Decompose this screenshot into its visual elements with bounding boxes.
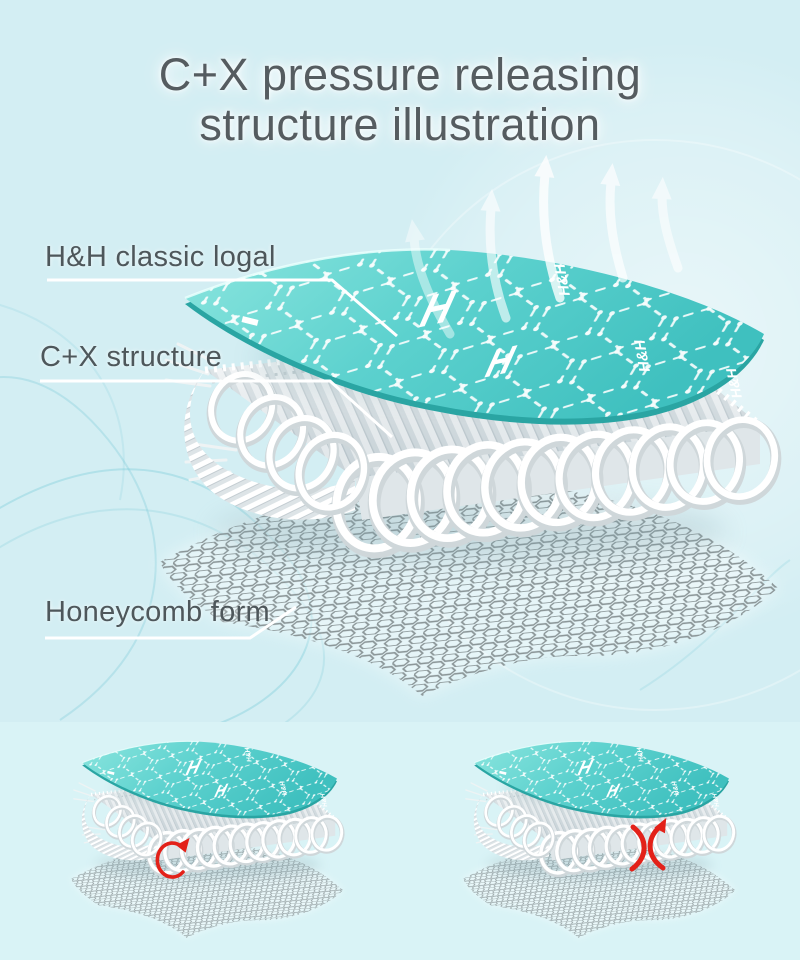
title-line-1: C+X pressure releasing bbox=[158, 49, 642, 100]
layer-stack-illustration bbox=[160, 249, 783, 696]
label-honeycomb-form: Honeycomb form bbox=[45, 596, 270, 628]
airflow-arrows-icon bbox=[405, 155, 683, 339]
callout-lines bbox=[40, 278, 398, 640]
red-x-mark-icon bbox=[629, 818, 667, 872]
label-top-layer: H&H classic logal bbox=[45, 241, 276, 273]
label-cx-structure: C+X structure bbox=[40, 341, 222, 373]
title-line-2: structure illustration bbox=[199, 99, 601, 150]
red-c-arrow-icon bbox=[155, 837, 190, 879]
page-title: C+X pressure releasing structure illustr… bbox=[0, 50, 800, 150]
